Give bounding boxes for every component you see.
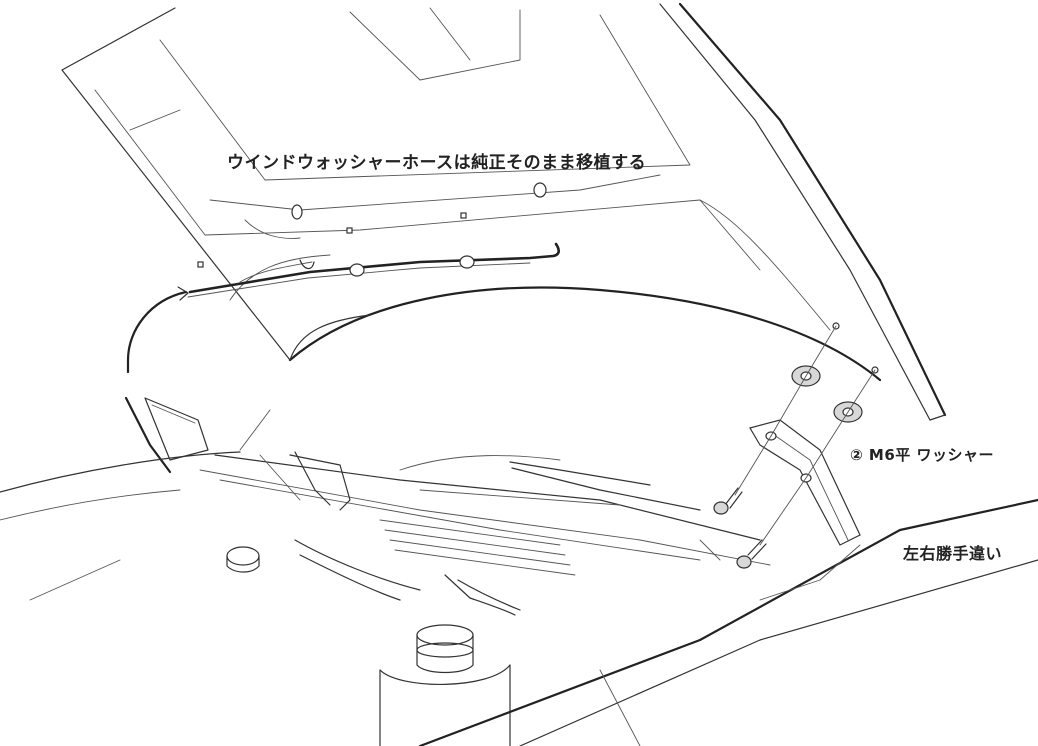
hood-panel [61, 2, 947, 421]
engine-bay [0, 397, 1038, 746]
hinge-assembly [699, 322, 879, 569]
handed-note-label: 左右勝手違い [903, 544, 1003, 563]
washer-hose [124, 242, 560, 474]
hose-note-label: ウインドウォッシャーホースは純正そのまま移植する [227, 153, 647, 173]
washer-note-label: ② M6平 ワッシャー [850, 446, 995, 464]
